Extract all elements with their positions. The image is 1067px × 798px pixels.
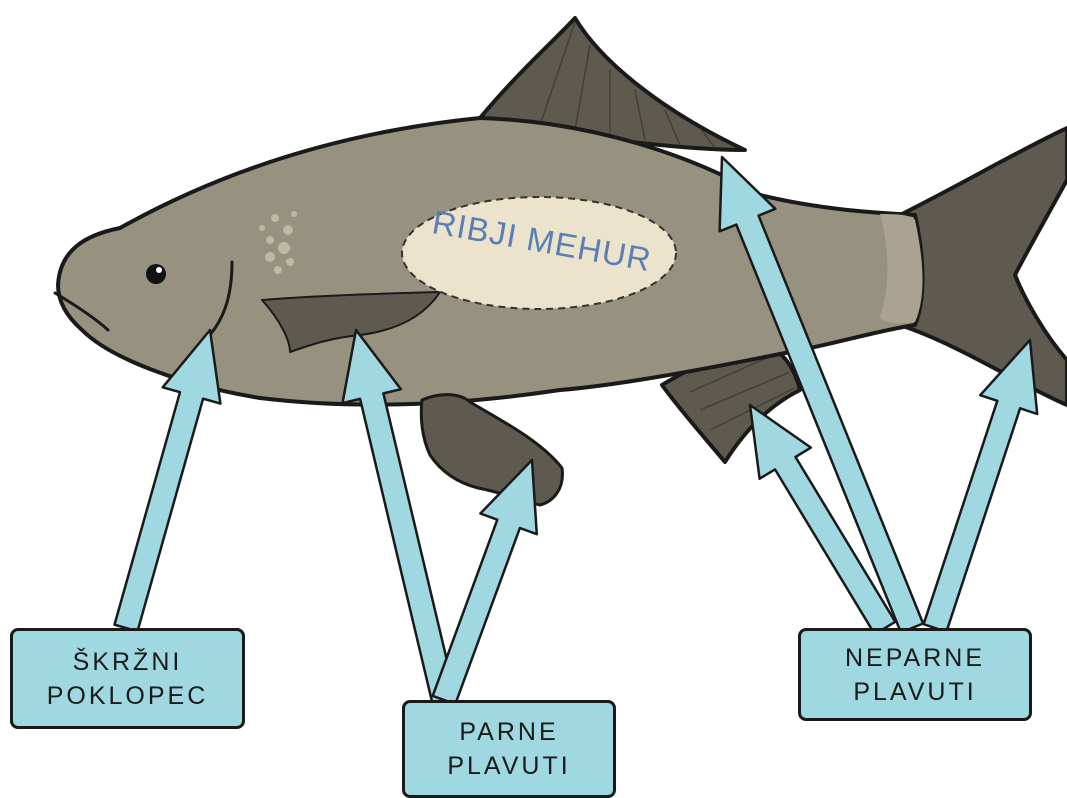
label-paired-fins-line2: PLAVUTI [447,749,570,783]
label-paired-fins: PARNE PLAVUTI [402,700,616,798]
eye-highlight [156,267,162,273]
label-unpaired-fins-line2: PLAVUTI [853,675,976,709]
label-unpaired-fins: NEPARNE PLAVUTI [798,628,1032,721]
arrow-tail-fin [924,340,1038,632]
label-unpaired-fins-line1: NEPARNE [845,641,985,675]
fish-eye [146,264,166,284]
label-gill-cover-line2: POKLOPEC [47,679,209,713]
label-gill-cover-line1: ŠKRŽNI [73,645,183,679]
label-gill-cover: ŠKRŽNI POKLOPEC [10,628,245,729]
tail-fin [900,128,1067,405]
label-paired-fins-line1: PARNE [459,715,558,749]
pelvic-fin [421,395,562,505]
arrow-pelvic-fin [433,460,537,704]
